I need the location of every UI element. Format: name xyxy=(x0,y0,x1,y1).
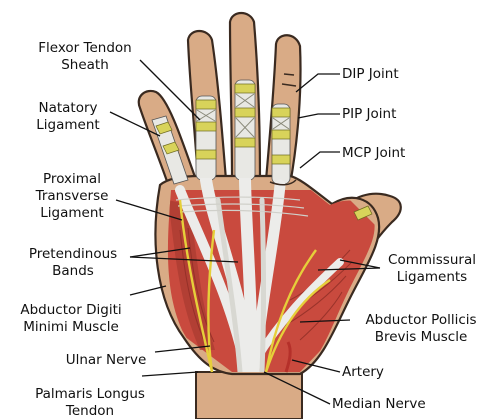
label-commissural-ligaments: Commissural Ligaments xyxy=(382,252,482,286)
label-flexor-tendon-sheath: Flexor Tendon Sheath xyxy=(30,40,140,74)
label-ulnar-nerve: Ulnar Nerve xyxy=(58,352,154,369)
label-dip-joint: DIP Joint xyxy=(342,66,399,83)
label-proximal-transverse-ligament: Proximal Transverse Ligament xyxy=(30,171,114,222)
label-natatory-ligament: Natatory Ligament xyxy=(28,100,108,134)
label-mcp-joint: MCP Joint xyxy=(342,145,405,162)
label-median-nerve: Median Nerve xyxy=(332,396,426,413)
label-pip-joint: PIP Joint xyxy=(342,106,396,123)
label-palmaris-longus-tendon: Palmaris Longus Tendon xyxy=(22,386,158,419)
label-abductor-pollicis-brevis: Abductor Pollicis Brevis Muscle xyxy=(352,312,490,346)
label-pretendinous-bands: Pretendinous Bands xyxy=(18,246,128,280)
forearm xyxy=(196,372,302,419)
label-artery: Artery xyxy=(342,364,384,381)
label-abductor-digiti-minimi: Abductor Digiti Minimi Muscle xyxy=(12,302,130,336)
